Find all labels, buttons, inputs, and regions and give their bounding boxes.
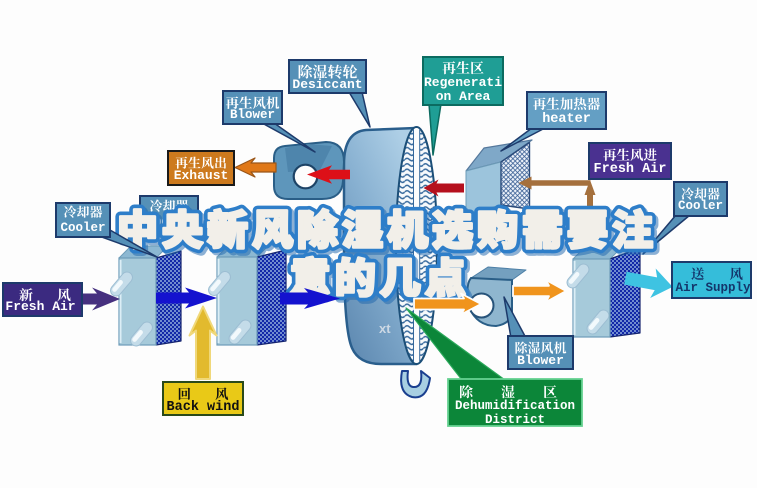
svg-text:Exhaust: Exhaust: [174, 168, 229, 183]
svg-text:Blower: Blower: [517, 353, 564, 368]
svg-text:Cooler: Cooler: [60, 221, 105, 235]
svg-text:xt: xt: [379, 321, 391, 336]
svg-text:Cooler: Cooler: [678, 199, 723, 213]
svg-text:Air Supply: Air Supply: [675, 281, 751, 295]
svg-text:Fresh Air: Fresh Air: [5, 299, 75, 314]
svg-text:Back wind: Back wind: [167, 400, 240, 415]
svg-text:Regenerati: Regenerati: [424, 75, 502, 90]
svg-text:Desiccant: Desiccant: [292, 77, 362, 92]
svg-text:Dehumidification: Dehumidification: [455, 399, 575, 413]
svg-text:Blower: Blower: [230, 108, 275, 122]
svg-text:Fresh Air: Fresh Air: [594, 162, 667, 177]
svg-text:District: District: [485, 413, 545, 427]
svg-text:on Area: on Area: [436, 89, 491, 104]
svg-text:heater: heater: [542, 112, 591, 127]
